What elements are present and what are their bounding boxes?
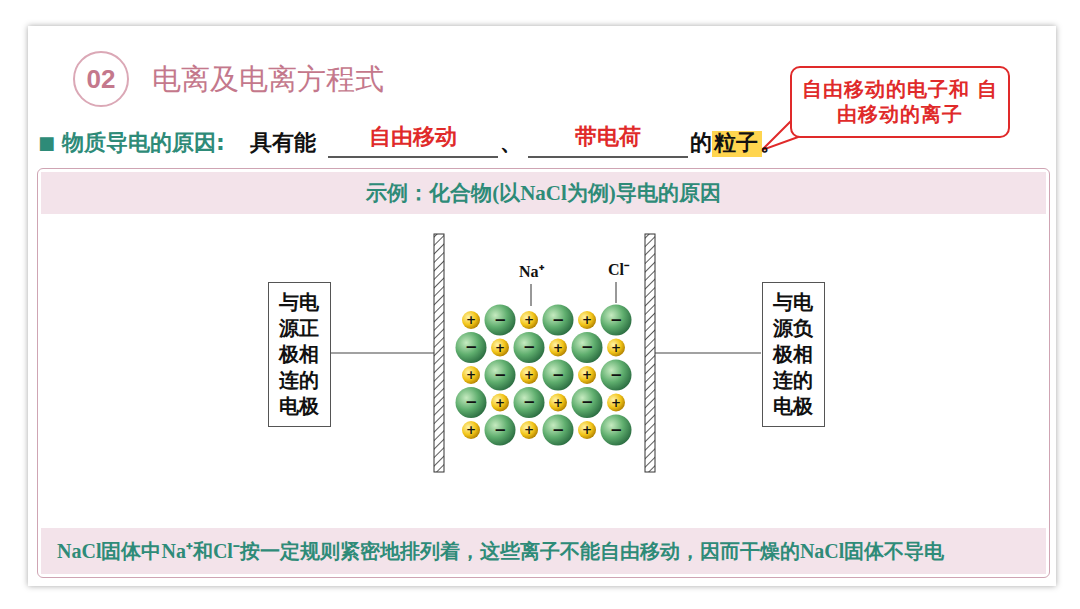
electrode-label-box: 与电源负极相连的电极	[762, 282, 825, 427]
sodium-ion	[520, 311, 538, 329]
chloride-ion	[485, 360, 516, 391]
node-text: 自由移动的电子和 自由移动的离子	[800, 77, 1000, 127]
chloride-ion	[456, 387, 487, 418]
electrode-label-box: 与电源正极相连的电极	[268, 282, 331, 427]
chloride-ion	[601, 360, 632, 391]
sodium-ion	[578, 421, 596, 439]
chloride-ion	[543, 360, 574, 391]
blank-underline	[528, 156, 688, 158]
ion-charge: +	[495, 342, 505, 354]
sodium-ion	[607, 339, 625, 357]
ion-charge: +	[611, 397, 621, 409]
electrode-plate	[434, 234, 444, 472]
sodium-ion	[607, 394, 625, 412]
sodium-ion	[462, 421, 480, 439]
chloride-ion	[543, 415, 574, 446]
sodium-ion	[491, 339, 509, 357]
chloride-ion	[514, 332, 545, 363]
sodium-ion	[462, 311, 480, 329]
ion-charge: +	[553, 342, 563, 354]
node-text: 与电源正极相连的电极	[279, 289, 319, 419]
chloride-ion	[485, 415, 516, 446]
blank-answer: 自由移动	[369, 122, 457, 152]
ion-charge: −	[494, 368, 507, 383]
ion-charge: +	[466, 424, 476, 436]
sodium-ion	[462, 366, 480, 384]
chloride-ion	[601, 415, 632, 446]
sodium-ion	[520, 366, 538, 384]
chloride-ion	[456, 332, 487, 363]
wire	[330, 352, 434, 353]
chloride-ion	[485, 305, 516, 336]
callout-box: 自由移动的电子和 自由移动的离子	[790, 66, 1010, 138]
ion-label: Cl⁻	[608, 258, 629, 280]
sodium-ion	[549, 339, 567, 357]
question-stem: 具有能	[250, 128, 316, 158]
question-stem: 的	[690, 128, 712, 158]
node-text: 与电源负极相连的电极	[773, 289, 813, 419]
ion-charge: −	[465, 340, 478, 355]
ion-charge: +	[582, 424, 592, 436]
ion-charge: −	[581, 340, 594, 355]
chloride-ion	[601, 305, 632, 336]
ion-charge: −	[581, 395, 594, 410]
sodium-ion	[491, 394, 509, 412]
panel-footer: NaCl固体中Na⁺和Cl⁻按一定规则紧密地排列着，这些离子不能自由移动，因而干…	[41, 528, 1046, 574]
chloride-ion	[572, 332, 603, 363]
sodium-ion	[578, 311, 596, 329]
ion-charge: −	[610, 368, 623, 383]
ion-charge: −	[494, 313, 507, 328]
chloride-ion	[543, 305, 574, 336]
ion-charge: −	[552, 368, 565, 383]
punctuation: 。	[760, 128, 782, 158]
ion-charge: −	[465, 395, 478, 410]
blank-underline	[328, 156, 498, 158]
sodium-ion	[549, 394, 567, 412]
slide-title: 电离及电离方程式	[152, 60, 384, 100]
chloride-ion	[572, 387, 603, 418]
chloride-ion	[514, 387, 545, 418]
blank-answer: 带电荷	[575, 122, 641, 152]
ion-charge: +	[524, 424, 534, 436]
example-panel: 示例：化合物(以NaCl为例)导电的原因 NaCl固体中Na⁺和Cl⁻按一定规则紧…	[37, 168, 1050, 578]
nacl-lattice	[456, 305, 632, 446]
ion-charge: +	[524, 369, 534, 381]
ion-charge: −	[523, 340, 536, 355]
ion-charge: −	[610, 313, 623, 328]
sodium-ion	[520, 421, 538, 439]
section-number-circle: 02	[73, 51, 129, 107]
node-text: 02	[87, 64, 116, 95]
sodium-ion	[578, 366, 596, 384]
ion-charge: +	[611, 342, 621, 354]
ion-charge: −	[552, 313, 565, 328]
ion-charge: +	[495, 397, 505, 409]
ion-charge: +	[466, 314, 476, 326]
highlighted-word: 粒子	[714, 128, 758, 158]
ion-charge: −	[494, 423, 507, 438]
leader-line	[531, 284, 532, 306]
ion-charge: +	[466, 369, 476, 381]
ion-charge: +	[582, 314, 592, 326]
ion-charge: −	[552, 423, 565, 438]
leader-line	[616, 282, 617, 303]
electrode-plate	[645, 234, 655, 472]
wire	[655, 352, 761, 353]
punctuation: 、	[500, 128, 522, 158]
ion-label: Na⁺	[519, 260, 544, 282]
ion-charge: +	[582, 369, 592, 381]
question-stem: 物质导电的原因:	[62, 128, 225, 158]
panel-header: 示例：化合物(以NaCl为例)导电的原因	[41, 172, 1046, 214]
ion-charge: +	[553, 397, 563, 409]
bullet-square: ■	[38, 132, 55, 153]
ion-charge: +	[524, 314, 534, 326]
ion-charge: −	[610, 423, 623, 438]
ion-charge: −	[523, 395, 536, 410]
